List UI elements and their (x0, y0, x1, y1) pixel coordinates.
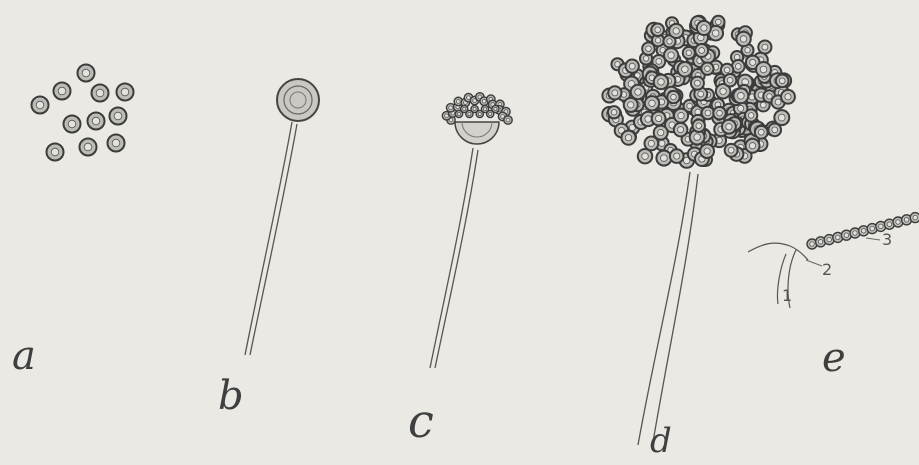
stalk-b (245, 122, 297, 355)
chain-spore (910, 213, 919, 223)
spore (669, 24, 683, 38)
spore (624, 98, 638, 112)
spore (691, 77, 704, 90)
spore (701, 63, 713, 75)
label-e: e (822, 338, 846, 378)
spore-mass-d (602, 16, 795, 168)
spore (756, 62, 771, 77)
spore (776, 74, 789, 87)
spore (88, 113, 105, 130)
spore (78, 65, 95, 82)
spore-cluster-a (32, 65, 134, 161)
sporangium-c (430, 93, 512, 368)
spore-fringe-c (442, 93, 512, 125)
spore (656, 151, 671, 166)
spore (626, 60, 639, 73)
spore (651, 24, 664, 37)
hypha-e (748, 243, 808, 308)
spore (678, 62, 693, 77)
part-label-3: 3 (882, 232, 892, 248)
spore (745, 109, 757, 121)
spore (768, 123, 781, 136)
chain-beads-e (807, 213, 919, 249)
part-label-1: 1 (782, 288, 792, 304)
spore (642, 42, 655, 55)
spore (700, 144, 714, 158)
spore (674, 109, 688, 123)
spore (695, 44, 708, 57)
spore (110, 108, 127, 125)
spore (654, 75, 669, 90)
spore (755, 126, 768, 139)
spore (32, 97, 49, 114)
spore (697, 21, 711, 35)
spore (746, 139, 760, 153)
sporangium-head-b (277, 79, 319, 121)
spore (664, 48, 678, 62)
spore (781, 90, 795, 104)
spore (92, 85, 109, 102)
spore (702, 107, 714, 119)
pointer-3 (866, 238, 880, 240)
spore (645, 96, 659, 110)
spore (670, 149, 684, 163)
sporangium-b (245, 79, 319, 355)
spore (652, 112, 666, 126)
spore (693, 120, 705, 132)
stalk-d (638, 172, 698, 448)
spore (683, 47, 695, 59)
spore (492, 105, 499, 112)
spore (117, 84, 134, 101)
spore (674, 123, 688, 137)
pointer-2 (806, 260, 822, 266)
spore (733, 88, 748, 103)
part-label-2: 2 (822, 262, 832, 278)
sporangium-d (602, 16, 795, 448)
label-b: b (218, 376, 244, 416)
spore (724, 74, 737, 87)
stalk-c (430, 148, 478, 368)
label-d: d (650, 424, 672, 458)
spore (713, 107, 726, 120)
columella-c (455, 122, 499, 144)
spore (54, 83, 71, 100)
spore (722, 120, 736, 134)
spore (725, 144, 738, 157)
label-c: c (408, 398, 434, 444)
spore (621, 131, 635, 145)
spore (608, 86, 621, 99)
spore (47, 144, 64, 161)
spore (80, 139, 97, 156)
spore (504, 116, 512, 124)
spore (736, 32, 750, 46)
spore (64, 116, 81, 133)
spore (758, 41, 771, 54)
spore (654, 126, 668, 140)
spore (108, 135, 125, 152)
spore (608, 106, 620, 118)
spore (667, 91, 679, 103)
label-a: a (12, 336, 36, 376)
spore-chain-e (748, 213, 919, 308)
spore (631, 85, 645, 99)
